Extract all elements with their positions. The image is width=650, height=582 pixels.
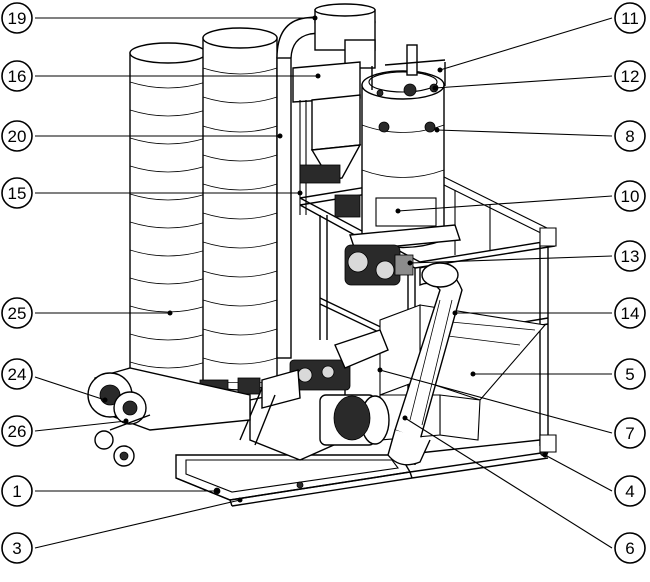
callout-label: 10 xyxy=(621,187,640,206)
callout-label: 12 xyxy=(621,67,640,86)
callout-label: 24 xyxy=(8,365,27,384)
callout-25: 25 xyxy=(1,297,33,329)
discharge-pipe xyxy=(387,262,463,466)
cyclone-bracket xyxy=(292,61,362,218)
callout-label: 25 xyxy=(8,304,27,323)
storage-silo-left xyxy=(129,42,207,413)
callout-label: 1 xyxy=(12,482,21,501)
callout-10: 10 xyxy=(614,180,646,212)
storage-silo-right xyxy=(199,27,278,401)
callout-24: 24 xyxy=(1,358,33,390)
callout-3: 3 xyxy=(1,532,33,564)
callout-4: 4 xyxy=(614,475,646,507)
filter-housing xyxy=(349,44,461,251)
callout-15: 15 xyxy=(1,177,33,209)
callout-label: 11 xyxy=(621,9,639,28)
callout-20: 20 xyxy=(1,120,33,152)
callout-7: 7 xyxy=(614,417,646,449)
leader-dots xyxy=(102,15,548,503)
callout-label: 15 xyxy=(8,184,27,203)
blower-motor xyxy=(344,244,414,286)
callout-label: 3 xyxy=(12,539,21,558)
callout-5: 5 xyxy=(614,358,646,390)
callout-19: 19 xyxy=(1,2,33,34)
callout-14: 14 xyxy=(614,297,646,329)
callout-6: 6 xyxy=(614,532,646,564)
callout-1: 1 xyxy=(1,475,33,507)
pump-assembly xyxy=(239,329,390,461)
callout-label: 6 xyxy=(625,539,634,558)
callout-13: 13 xyxy=(614,240,646,272)
callout-label: 13 xyxy=(621,247,640,266)
callout-label: 16 xyxy=(8,67,27,86)
callout-label: 19 xyxy=(8,9,27,28)
leader-lines xyxy=(34,17,613,549)
callout-label: 4 xyxy=(625,482,634,501)
callout-label: 5 xyxy=(625,365,634,384)
callout-11: 11 xyxy=(614,2,646,34)
callout-16: 16 xyxy=(1,60,33,92)
callout-12: 12 xyxy=(614,60,646,92)
callout-26: 26 xyxy=(1,415,33,447)
callout-label: 14 xyxy=(621,304,640,323)
callout-label: 26 xyxy=(8,422,27,441)
trailer-axle xyxy=(87,367,251,467)
callout-label: 20 xyxy=(8,127,27,146)
callout-8: 8 xyxy=(614,120,646,152)
base-skid xyxy=(175,439,549,507)
callout-label: 8 xyxy=(625,127,634,146)
callout-label: 7 xyxy=(625,424,634,443)
